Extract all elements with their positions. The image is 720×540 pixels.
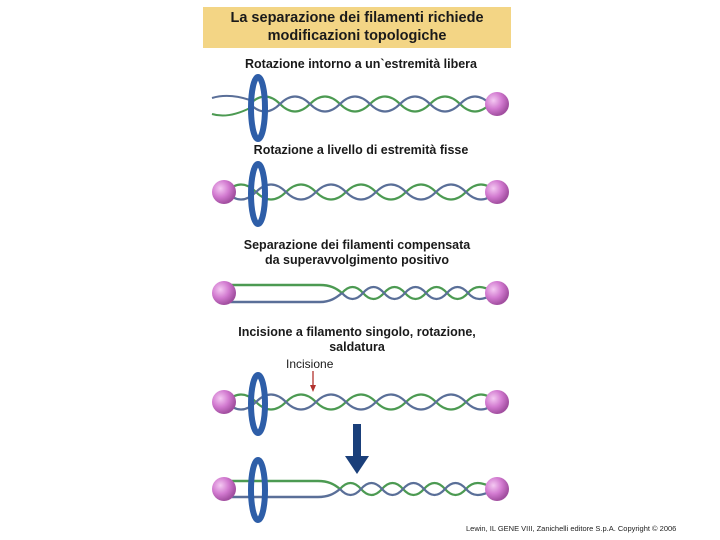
copyright-notice: Lewin, IL GENE VIII, Zanichelli editore … xyxy=(466,524,676,533)
panel-2-bead-left xyxy=(212,180,236,204)
panel-3-dna xyxy=(212,281,509,305)
panel-4a-bead-left xyxy=(212,390,236,414)
panel-4a-bead-right xyxy=(485,390,509,414)
panel-3-bead-left xyxy=(212,281,236,305)
panel-4b-separated-strand-bottom xyxy=(226,489,340,497)
panel-2-bead-right xyxy=(485,180,509,204)
panel-4b-bead-left xyxy=(212,477,236,501)
panel-2-dna xyxy=(212,164,509,224)
panel-4b-rotation-ring xyxy=(251,460,265,520)
nick-arrow xyxy=(310,371,316,392)
panel-3-separated-strand-bottom xyxy=(226,293,342,302)
panel-4b-bead-right xyxy=(485,477,509,501)
panel-1-left-tails xyxy=(212,96,250,116)
panel-1-bead-right xyxy=(485,92,509,116)
panel-4-dna-after xyxy=(212,460,509,520)
panel-1-rotation-ring xyxy=(251,77,265,139)
panel-1-dna xyxy=(212,77,509,139)
panel-3-bead-right xyxy=(485,281,509,305)
panel-4b-separated-strand-top xyxy=(226,481,340,489)
down-arrow-icon xyxy=(345,424,369,474)
panel-3-separated-strand-top xyxy=(226,285,342,293)
